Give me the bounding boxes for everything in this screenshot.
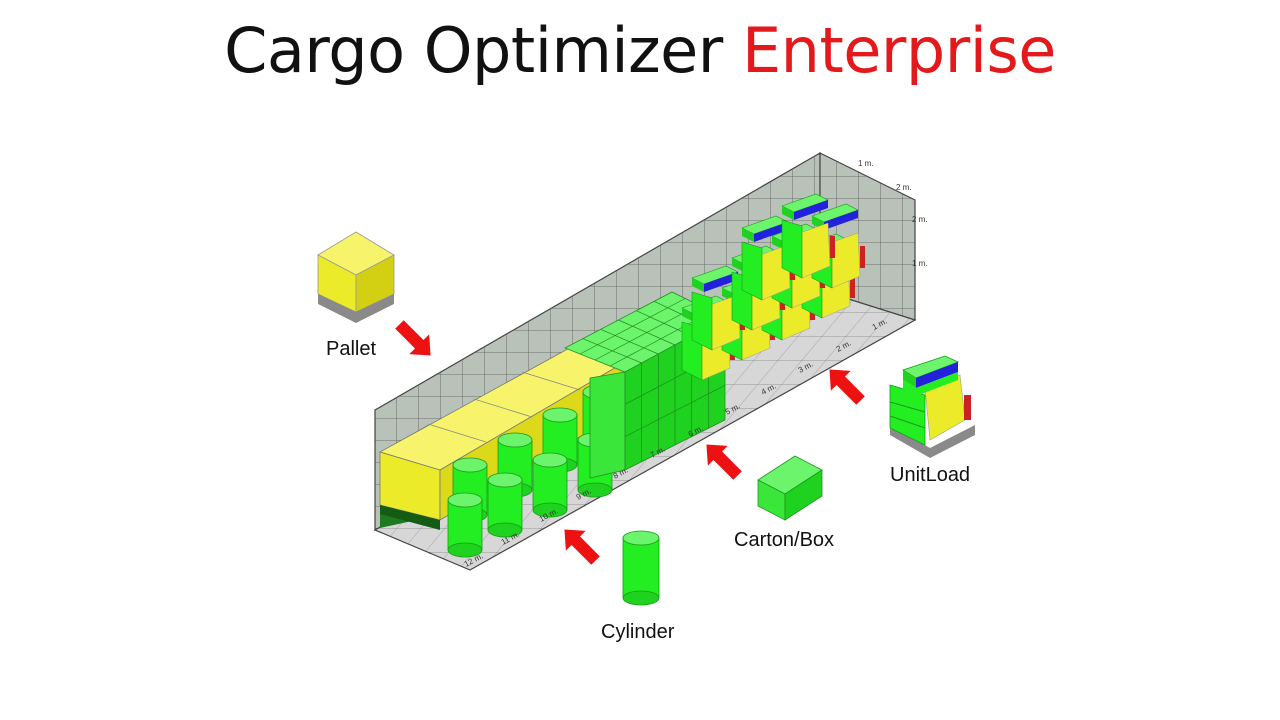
side-tick-label: 1 m. [858,159,874,168]
side-tick-label: 2 m. [896,183,912,192]
arrow-icon [829,369,865,405]
side-tick-label: 2 m. [912,215,928,224]
unitload [811,203,865,289]
arrow-icon [564,529,600,565]
cylinder [447,492,483,558]
legend-cylinder: Cylinder [564,529,675,643]
carton-icon [757,455,823,521]
title-main: Cargo Optimizer [224,14,723,87]
unitload [781,193,835,279]
cylinder-icon [622,530,660,606]
legend-carton: Carton/Box [706,444,834,551]
legend-carton-label: Carton/Box [734,529,834,551]
side-tick-label: 1 m. [912,259,928,268]
arrow-icon [706,444,742,480]
legend-unitload-label: UnitLoad [890,464,970,486]
legend-unitload: UnitLoad [829,355,975,486]
side-scale: 1 m. 2 m. 2 m. 1 m. [858,159,928,268]
arrow-icon [395,320,431,356]
unitload-icon [889,355,975,458]
legend-pallet-label: Pallet [326,338,376,360]
pallet-stack [378,344,626,530]
unitload-rows [681,193,865,381]
cylinder [487,472,523,538]
legend-cylinder-label: Cylinder [601,621,675,643]
page-title: Cargo Optimizer Enterprise [0,14,1280,87]
legend-pallet: Pallet [317,231,431,360]
title-accent: Enterprise [741,14,1056,87]
pallet-icon [317,231,395,323]
cylinder [532,452,568,518]
